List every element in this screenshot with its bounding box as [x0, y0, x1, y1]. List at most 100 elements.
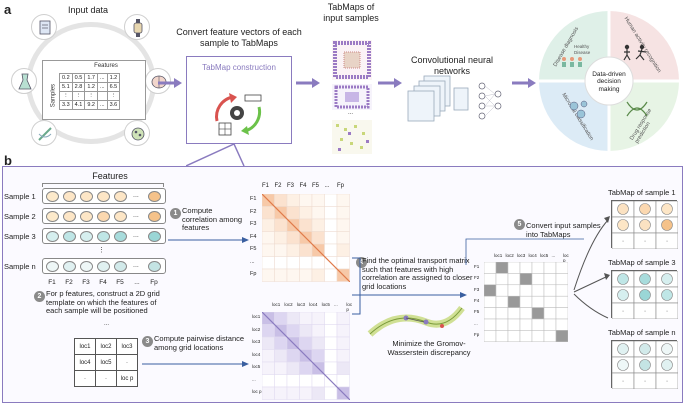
tabmap-sample-image-2: [332, 84, 372, 110]
matrix-row-label: Fp: [250, 271, 257, 277]
matrix-row-label: loc p: [252, 389, 262, 394]
feature-table-row: ⋮⋮⋮⋮: [59, 91, 121, 101]
matrix-row-label: loc1: [252, 314, 261, 319]
matrix-col-label: F3: [287, 183, 295, 189]
distance-cell: [336, 361, 350, 375]
tabmap-construction-box: TabMap construction: [186, 56, 292, 144]
convert-title: Convert feature vectors of each sample t…: [176, 27, 302, 48]
correlation-cell: [324, 218, 338, 232]
correlation-cell: [336, 256, 350, 270]
matrix-row-label: loc2: [252, 326, 261, 332]
matrix-col-label: F5: [312, 183, 320, 189]
transport-cell: [483, 318, 497, 331]
matrix-row-label: F5: [250, 246, 257, 252]
arrow-step-1: [168, 237, 249, 243]
correlation-cell: [274, 256, 288, 270]
feature-table-cell: 2.8: [71, 82, 86, 92]
correlation-cell: [324, 193, 338, 207]
arrow-step-3: [142, 361, 249, 367]
distance-cell: [286, 386, 300, 400]
sample-label: Sample 1: [4, 192, 36, 201]
correlation-cell: [286, 256, 300, 270]
correlation-cell: [261, 206, 275, 220]
matrix-row-label: F4: [250, 233, 257, 240]
matrix-col-label: loc2: [284, 302, 293, 307]
ellipsis: ...: [133, 192, 139, 199]
cnn-diagram: [402, 72, 508, 130]
distance-cell: [286, 311, 300, 325]
distance-cell: [274, 336, 288, 350]
distance-cell: [261, 324, 275, 338]
correlation-cell: [286, 231, 300, 245]
transport-cell: [531, 295, 545, 308]
transport-cell: [495, 307, 509, 320]
feature-table-cell: ⋮: [59, 91, 73, 101]
panel-b-letter: b: [4, 153, 12, 168]
feature-cell: [148, 261, 161, 272]
distance-matrix: [261, 311, 351, 401]
correlation-cell: [299, 268, 313, 282]
step-5-badge: 5: [514, 219, 525, 230]
features-bracket: [42, 183, 164, 187]
sample-vector: ...: [42, 208, 166, 224]
tabmap-feature-dot: [661, 203, 673, 215]
distance-cell: [311, 336, 325, 350]
matrix-row-label: loc4: [252, 351, 261, 357]
step-5-text: Convert input samples into TabMaps: [526, 221, 601, 239]
step-1-text: Compute correlation among features: [182, 206, 243, 233]
transport-cell: [519, 295, 533, 308]
gw-surface: [366, 304, 466, 344]
matrix-col-label: Fp: [337, 183, 345, 189]
tabmap-sample-n: ···: [611, 340, 679, 390]
tabmap-feature-dot: [617, 359, 629, 371]
feature-cell: [46, 211, 59, 222]
distance-cell: [274, 349, 288, 363]
transport-cell: [519, 284, 533, 297]
tabmap-sample-3: ···: [611, 270, 679, 320]
feature-label: F4: [99, 279, 107, 286]
matrix-col-label: F1: [262, 183, 270, 189]
feature-label: ...: [134, 279, 140, 286]
grid-row: ··loc p: [74, 370, 138, 387]
distance-cell: [286, 349, 300, 363]
watch-icon: [124, 14, 150, 40]
matrix-col-label: loc2: [505, 253, 514, 258]
distance-cell: [311, 349, 325, 363]
grid-cell: loc1: [74, 338, 96, 355]
feature-cell: [80, 261, 93, 272]
feature-table-cell: 9.2: [84, 100, 98, 110]
distance-cell: [286, 361, 300, 375]
matrix-col-label: loc p: [346, 302, 353, 312]
distance-cell: [324, 311, 338, 325]
feature-cell: [148, 191, 161, 202]
distance-cell: [299, 336, 313, 350]
matrix-row-label: Fp: [474, 331, 480, 337]
arrows-to-tabmaps: [573, 216, 610, 319]
samples-header: Samples: [50, 83, 57, 108]
feature-table-cell: 5.1: [59, 82, 73, 92]
transport-cell: [507, 307, 521, 320]
tabmap-feature-dot: [661, 273, 673, 285]
feature-cell: [148, 211, 161, 222]
matrix-col-label: ...: [551, 253, 556, 258]
distance-cell: [299, 386, 313, 400]
distance-cell: [261, 349, 275, 363]
step-4-badge: 4: [356, 257, 367, 268]
transport-cell: [519, 273, 533, 286]
transport-cell: [495, 284, 509, 297]
matrix-row-label: F2: [474, 275, 480, 281]
feature-table-cell: ...: [96, 100, 108, 110]
panel-a-letter: a: [4, 2, 12, 17]
transport-cell: [543, 318, 557, 331]
distance-cell: [261, 361, 275, 375]
feature-cell: [46, 231, 59, 242]
transport-cell: [555, 273, 569, 286]
legend-disease: Disease: [574, 50, 591, 55]
distance-cell: [324, 349, 338, 363]
distance-cell: [311, 386, 325, 400]
